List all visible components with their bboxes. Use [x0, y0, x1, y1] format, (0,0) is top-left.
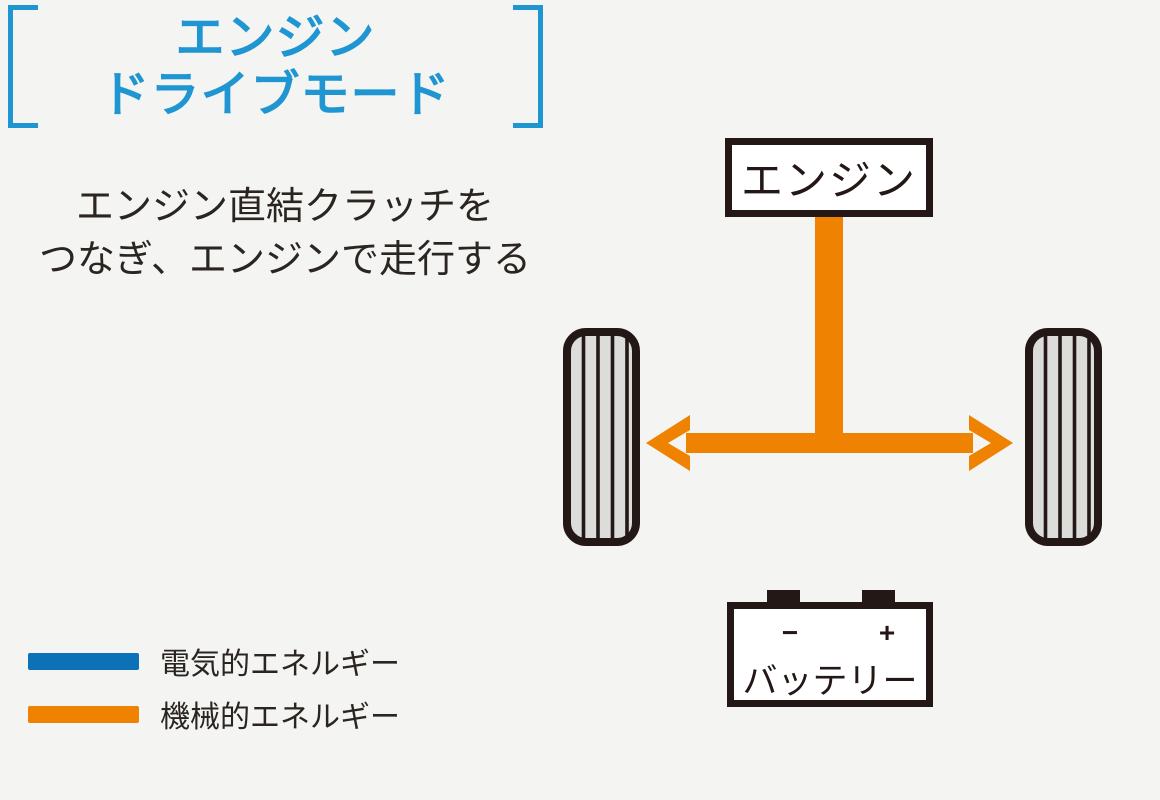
title-bracket-left [8, 5, 38, 128]
legend-swatch-mechanical-icon [28, 705, 139, 723]
legend-swatch-electrical-icon [28, 652, 139, 670]
engine-box: エンジン [725, 138, 933, 217]
battery-minus-sign: − [781, 617, 799, 648]
engine-label: エンジン [740, 157, 917, 204]
legend-item-mechanical: 機械的エネルギー [28, 698, 400, 734]
mode-description-line1: エンジン直結クラッチを [75, 186, 494, 228]
arrowhead-right-icon [969, 415, 1013, 471]
page-title: エンジン ドライブモード [8, 10, 543, 124]
legend-item-electrical: 電気的エネルギー [28, 645, 400, 681]
tire-right-icon [1025, 328, 1102, 546]
tire-left-icon [563, 328, 640, 546]
title-bracket-right [513, 5, 543, 128]
arrowhead-left-icon [646, 415, 690, 471]
mode-description-line2: つなぎ、エンジンで走行する [38, 239, 532, 281]
battery-label: バッテリー [742, 662, 918, 701]
legend-label-electrical: 電気的エネルギー [160, 648, 400, 681]
battery-box: − + バッテリー [727, 602, 933, 707]
battery-plus-sign: + [878, 617, 896, 648]
page-title-line1: エンジン [175, 11, 376, 65]
page-title-line2: ドライブモード [100, 68, 451, 122]
legend-label-mechanical: 機械的エネルギー [160, 701, 400, 734]
mode-description: エンジン直結クラッチを つなぎ、エンジンで走行する [5, 181, 565, 287]
